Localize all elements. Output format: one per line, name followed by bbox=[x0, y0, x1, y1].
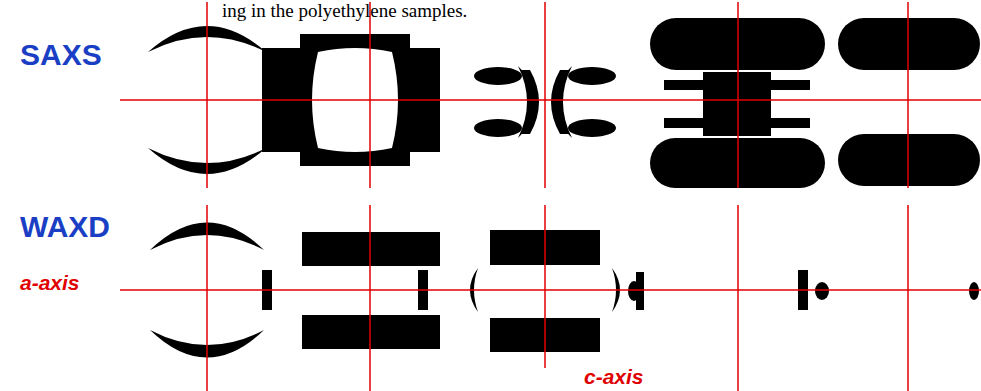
technique-label: SAXS bbox=[18, 40, 104, 70]
axis-label: a-axis bbox=[18, 272, 82, 293]
axis-label: c-axis bbox=[582, 366, 646, 387]
technique-label: WAXD bbox=[18, 212, 112, 242]
patterns bbox=[148, 18, 980, 358]
axis-lines bbox=[120, 2, 981, 391]
caption-fragment: ing in the polyethylene samples. bbox=[222, 1, 467, 20]
